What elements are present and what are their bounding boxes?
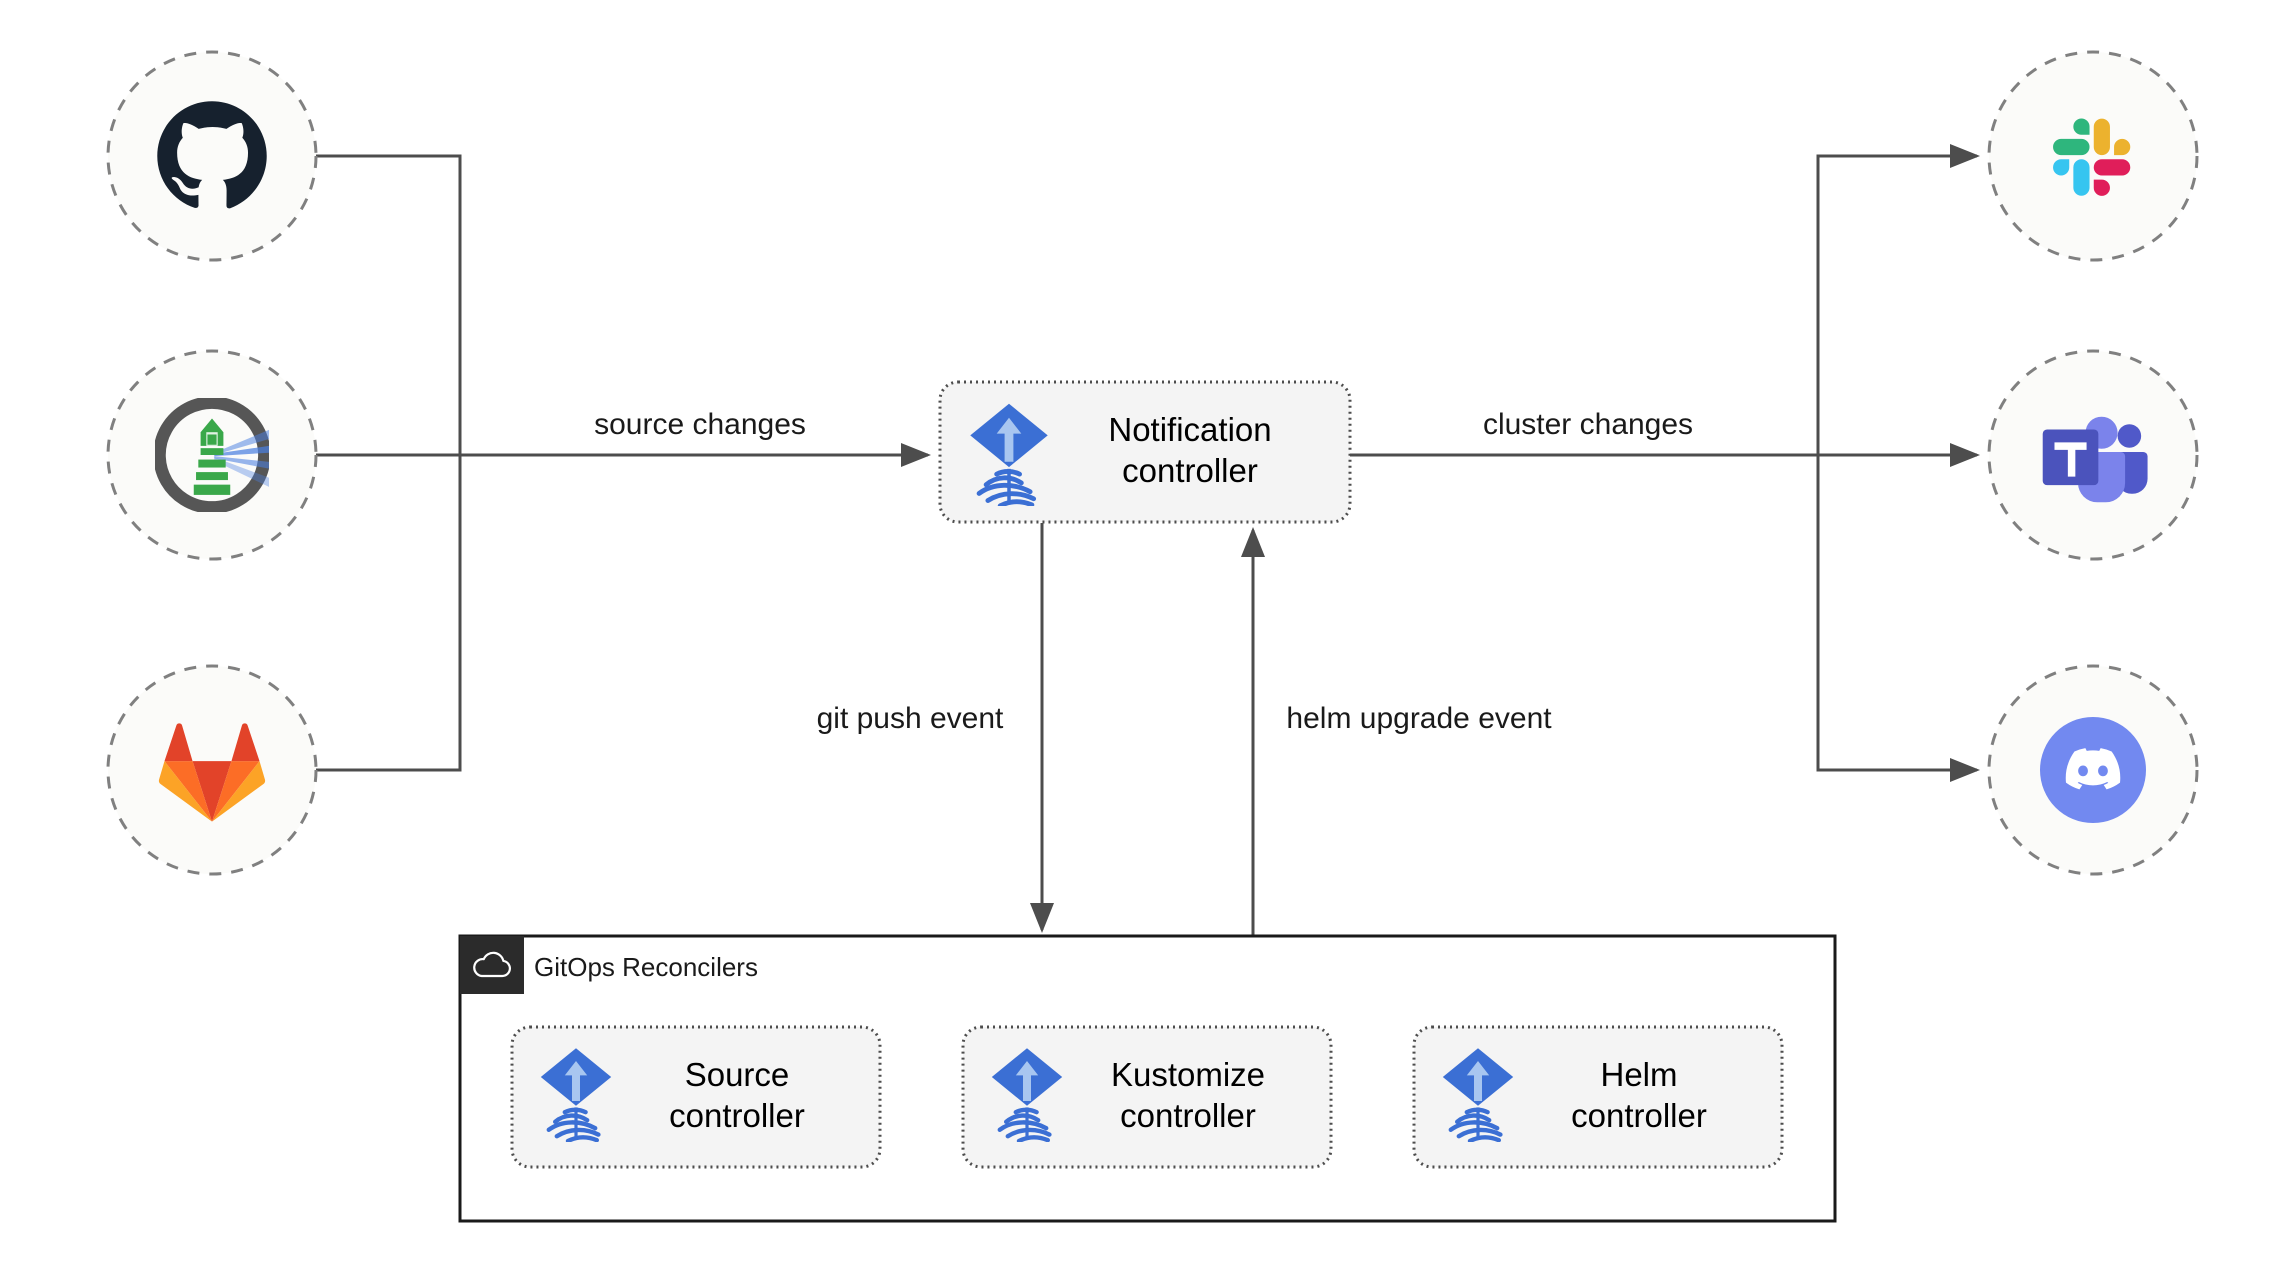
destination-node-slack[interactable]: [1987, 50, 2199, 262]
destination-node-discord[interactable]: [1987, 664, 2199, 876]
source-node-gitlab[interactable]: [106, 664, 318, 876]
container-title: GitOps Reconcilers: [534, 952, 758, 982]
container-icon-tab: [460, 936, 524, 994]
reconciler-label-line1: Source: [685, 1056, 790, 1093]
reconciler-node-kustomize-controller[interactable]: Kustomize controller: [961, 1025, 1333, 1169]
source-node-github[interactable]: [106, 50, 318, 262]
reconciler-node-source-controller[interactable]: Source controller: [510, 1025, 882, 1169]
notification-controller-node[interactable]: Notification controller: [938, 380, 1352, 524]
edge-label-cluster-changes: cluster changes: [1483, 408, 1693, 441]
source-node-flux[interactable]: [106, 349, 318, 561]
edge-source-changes: [316, 154, 931, 772]
edge-label-git-push-event: git push event: [817, 702, 1004, 735]
discord-icon: [2040, 717, 2146, 823]
reconciler-label-line2: controller: [1571, 1097, 1707, 1134]
notification-controller-label-line1: Notification: [1108, 411, 1271, 448]
edge-cluster-changes: [1350, 144, 1980, 782]
edge-label-helm-upgrade-event: helm upgrade event: [1286, 702, 1552, 735]
reconciler-node-helm-controller[interactable]: Helm controller: [1412, 1025, 1784, 1169]
edge-label-source-changes: source changes: [594, 408, 806, 441]
notification-controller-label-line2: controller: [1122, 452, 1258, 489]
reconciler-label-line1: Kustomize: [1111, 1056, 1265, 1093]
destination-node-msteams[interactable]: [1987, 349, 2199, 561]
reconciler-label-line1: Helm: [1600, 1056, 1677, 1093]
reconciler-label-line2: controller: [1120, 1097, 1256, 1134]
reconciler-label-line2: controller: [669, 1097, 805, 1134]
